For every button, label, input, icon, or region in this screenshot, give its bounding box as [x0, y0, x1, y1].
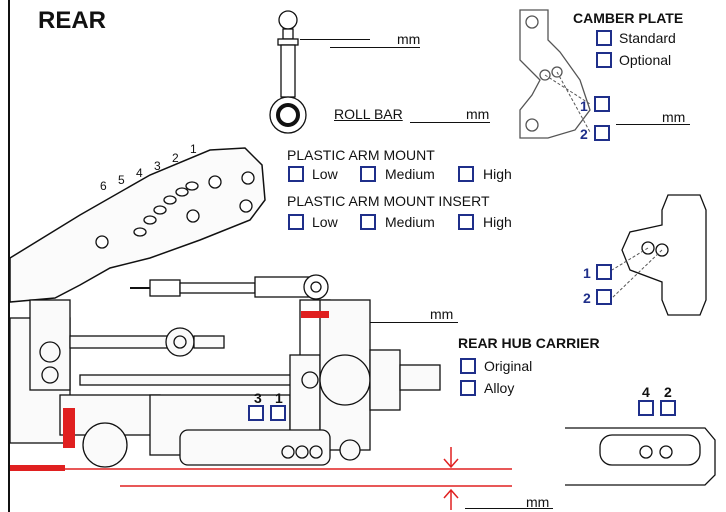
- camber-standard-label: Standard: [619, 30, 676, 46]
- pam-high-checkbox[interactable]: [458, 166, 474, 182]
- camber-hole-1: 1: [580, 98, 588, 114]
- wing-hole-6: 6: [100, 179, 107, 193]
- pam-low-checkbox[interactable]: [288, 166, 304, 182]
- pami-medium-label: Medium: [385, 214, 435, 230]
- link-unit: mm: [430, 306, 454, 322]
- page-title: REAR: [38, 7, 107, 34]
- hub-original-checkbox[interactable]: [460, 358, 476, 374]
- arm-hole-3: 3: [254, 390, 262, 406]
- pami-high-checkbox[interactable]: [458, 214, 474, 230]
- insert-hole-1: 1: [583, 265, 591, 281]
- roll-bar-label: ROLL BAR: [334, 106, 403, 122]
- pami-low-checkbox[interactable]: [288, 214, 304, 230]
- wing-hole-1: 1: [190, 142, 197, 156]
- arm-hole-3-checkbox[interactable]: [248, 405, 264, 421]
- arm-detail-hole-2: 2: [664, 384, 672, 400]
- camber-optional-checkbox[interactable]: [596, 52, 612, 68]
- arm-hole-1-checkbox[interactable]: [270, 405, 286, 421]
- pam-medium-label: Medium: [385, 166, 435, 182]
- arm-hole-1: 1: [275, 390, 283, 406]
- pami-medium-checkbox[interactable]: [360, 214, 376, 230]
- roll-bar-unit: mm: [466, 106, 490, 122]
- insert-hole-2-checkbox[interactable]: [596, 289, 612, 305]
- ball-end-leader: [300, 39, 370, 40]
- camber-standard-checkbox[interactable]: [596, 30, 612, 46]
- arm-detail-hole-4: 4: [642, 384, 650, 400]
- pami-low-label: Low: [312, 214, 338, 230]
- plastic-arm-mount-insert-title: PLASTIC ARM MOUNT INSERT: [287, 193, 490, 209]
- wing-hole-4: 4: [136, 166, 143, 180]
- roll-bar-measure-line: [410, 122, 490, 123]
- hub-original-label: Original: [484, 358, 533, 374]
- camber-optional-label: Optional: [619, 52, 672, 68]
- insert-hole-2: 2: [583, 290, 591, 306]
- link-measure-line: [370, 322, 458, 323]
- insert-hole-1-checkbox[interactable]: [596, 264, 612, 280]
- hub-alloy-checkbox[interactable]: [460, 380, 476, 396]
- camber-hole-1-checkbox[interactable]: [594, 96, 610, 112]
- hub-alloy-label: Alloy: [484, 380, 515, 396]
- ball-end-measure-line: [330, 47, 420, 48]
- wing-hole-5: 5: [118, 173, 125, 187]
- pam-high-label: High: [483, 166, 512, 182]
- wing-hole-3: 3: [154, 159, 161, 173]
- plastic-arm-mount-title: PLASTIC ARM MOUNT: [287, 147, 435, 163]
- arm-detail-hole-4-checkbox[interactable]: [638, 400, 654, 416]
- rear-hub-carrier-title: REAR HUB CARRIER: [458, 335, 600, 351]
- ball-end-unit: mm: [397, 31, 421, 47]
- pam-medium-checkbox[interactable]: [360, 166, 376, 182]
- ride-height-unit: mm: [526, 494, 550, 510]
- arm-detail-hole-2-checkbox[interactable]: [660, 400, 676, 416]
- camber-measure-line: [616, 124, 690, 125]
- camber-hole-2: 2: [580, 126, 588, 142]
- pami-high-label: High: [483, 214, 512, 230]
- camber-unit: mm: [662, 109, 686, 125]
- pam-low-label: Low: [312, 166, 338, 182]
- wing-hole-2: 2: [172, 151, 179, 165]
- camber-hole-2-checkbox[interactable]: [594, 125, 610, 141]
- ride-height-measure-line: [465, 508, 553, 509]
- camber-plate-title: CAMBER PLATE: [573, 10, 684, 26]
